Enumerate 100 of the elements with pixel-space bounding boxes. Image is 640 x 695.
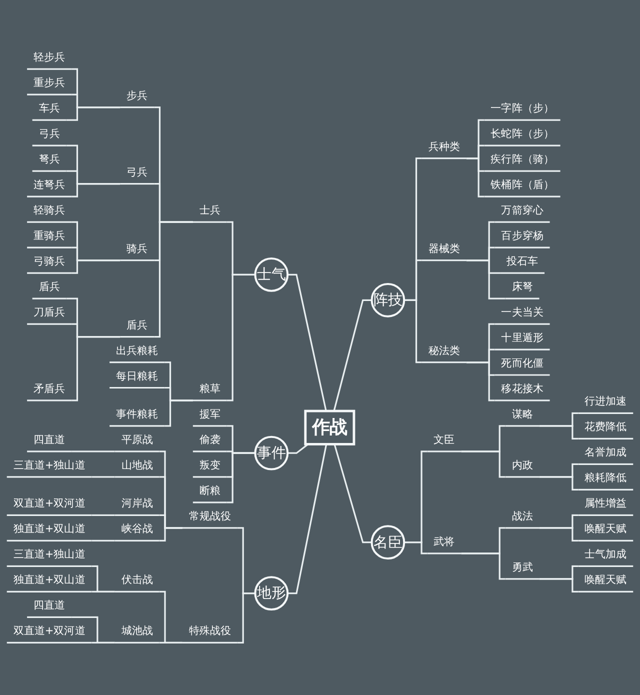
connector: [466, 362, 495, 402]
node-text: 粮草: [199, 383, 220, 396]
connector: [92, 540, 115, 542]
connector: [539, 476, 578, 491]
node-text: 叛变: [199, 460, 220, 472]
connector: [92, 476, 115, 478]
node-text: 文臣: [434, 434, 455, 446]
node-text: 河岸战: [121, 498, 153, 510]
node-text: 名誉加成: [584, 447, 627, 460]
connector: [334, 444, 372, 544]
node-text: 唤醒天赋: [584, 524, 627, 536]
connector: [92, 566, 115, 593]
node-text: 花费降低: [584, 422, 627, 434]
connector: [333, 300, 372, 412]
node-text: 三直道+独山道: [13, 460, 86, 472]
connector: [72, 450, 115, 453]
node-text: 出兵粮耗: [116, 345, 158, 358]
connector: [466, 158, 484, 198]
node-text: 疾行阵（骑）: [490, 154, 554, 166]
node-text: 车兵: [38, 102, 60, 116]
node-text: 每日粮耗: [116, 370, 158, 383]
node-text: 内政: [512, 460, 533, 472]
connector: [461, 552, 506, 580]
node-text: 偷袭: [199, 434, 220, 446]
node-text: 常规战役: [188, 510, 231, 523]
node-text: 轻步兵: [34, 52, 66, 64]
node-circle: 事件: [254, 436, 289, 471]
connector: [72, 616, 115, 644]
node-text: 铁桶阵（盾）: [490, 179, 554, 192]
node-text: 兵种类: [428, 141, 460, 154]
connector: [461, 450, 506, 478]
connector: [159, 591, 182, 644]
node-text: 床弩: [512, 281, 533, 294]
connector: [159, 642, 182, 644]
connector: [66, 106, 120, 122]
node-text: 弓兵: [126, 166, 148, 179]
node-text: 死而化僵: [501, 358, 544, 370]
connector: [92, 642, 115, 644]
node-text: 粮耗降低: [584, 472, 627, 485]
connector: [159, 527, 182, 542]
connector: [72, 183, 120, 198]
node-text: 弩兵: [38, 154, 60, 166]
node-text: 士兵: [199, 204, 220, 218]
node-text: 唤醒天赋: [584, 574, 627, 587]
connector: [466, 260, 506, 300]
node-text: 一夫当关: [501, 306, 544, 319]
node-text: 弓骑兵: [34, 256, 66, 268]
node-text: 士气加成: [584, 549, 627, 562]
connector: [226, 274, 256, 402]
node-text: 矛盾兵: [34, 383, 66, 396]
node-text: 连弩兵: [34, 179, 66, 192]
connector: [288, 444, 328, 594]
node-circle: 士气: [254, 258, 289, 292]
node-text: 四直道: [34, 600, 66, 612]
node-text: 武将: [434, 536, 455, 548]
node-text: 属性增益: [584, 498, 627, 510]
connector: [154, 221, 193, 338]
node-text: 一字阵（步）: [490, 102, 554, 116]
node-text: 投石车: [506, 256, 538, 268]
node-text: 谋略: [512, 408, 533, 421]
node-text: 断粮: [199, 485, 220, 498]
node-circle: 地形: [254, 576, 289, 611]
connector: [288, 274, 327, 412]
connector: [539, 527, 578, 542]
connector: [539, 578, 578, 593]
node-text: 万箭穿心: [501, 204, 544, 218]
node-circle: 阵技: [370, 283, 406, 318]
node-text: 移花接木: [501, 383, 544, 396]
node-text: 双直道+双河道: [13, 625, 86, 638]
node-text: 城池战: [121, 625, 153, 638]
connector: [226, 452, 256, 504]
node-text: 独直道+双山道: [13, 524, 86, 536]
node-text: 器械类: [428, 243, 460, 256]
connector: [92, 514, 115, 516]
connector: [164, 400, 193, 428]
node-text: 峡谷战: [121, 524, 153, 536]
node-text: 勇武: [512, 562, 533, 574]
connector: [92, 591, 115, 593]
node-text: 三直道+独山道: [13, 549, 86, 562]
node-text: 骑兵: [126, 243, 148, 256]
connector: [237, 592, 256, 644]
node-text: 重步兵: [34, 77, 66, 90]
node-text: 援军: [199, 408, 220, 421]
node-text: 行进加速: [584, 396, 627, 408]
node-text: 长蛇阵（步）: [490, 128, 554, 141]
connector: [72, 336, 120, 402]
node-circle: 名臣: [370, 525, 406, 560]
node-text: 十里遁形: [501, 332, 544, 344]
connector: [404, 300, 422, 364]
node-text: 弓兵: [38, 128, 60, 141]
connector: [72, 260, 120, 274]
connector: [404, 542, 428, 554]
node-text: 刀盾兵: [34, 306, 66, 319]
node-text: 盾兵: [126, 320, 148, 332]
node-text: 山地战: [121, 460, 153, 472]
node-text: 轻骑兵: [34, 204, 66, 218]
node-text: 四直道: [34, 434, 66, 446]
node-text: 平原战: [121, 434, 153, 446]
node-text: 盾兵: [38, 281, 60, 294]
node-text: 独直道+双山道: [13, 574, 86, 587]
